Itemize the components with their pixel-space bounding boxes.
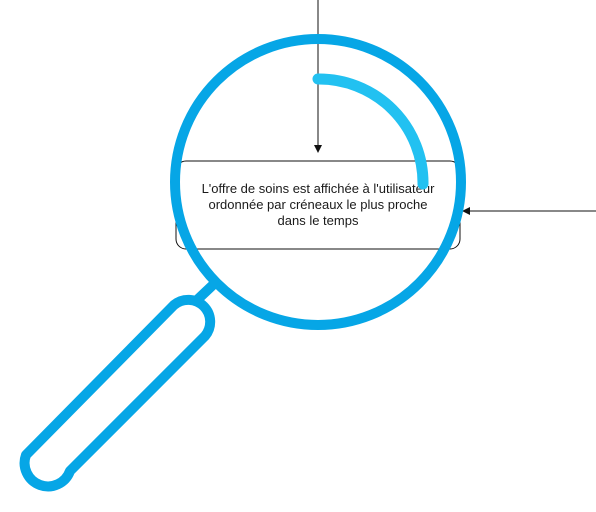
magnifier-lens-highlight [312, 73, 429, 190]
process-node-label-line-1: L'offre de soins est affichée à l'utilis… [201, 181, 435, 196]
magnifier-handle [19, 294, 216, 492]
process-node-label: L'offre de soins est affichée à l'utilis… [176, 172, 460, 238]
process-node-label-line-2: ordonnée par créneaux le plus proche [208, 197, 428, 212]
magnifier-lens-ring [170, 34, 466, 330]
process-node-label-line-3: dans le temps [277, 213, 359, 228]
magnifier-neck [192, 278, 220, 305]
